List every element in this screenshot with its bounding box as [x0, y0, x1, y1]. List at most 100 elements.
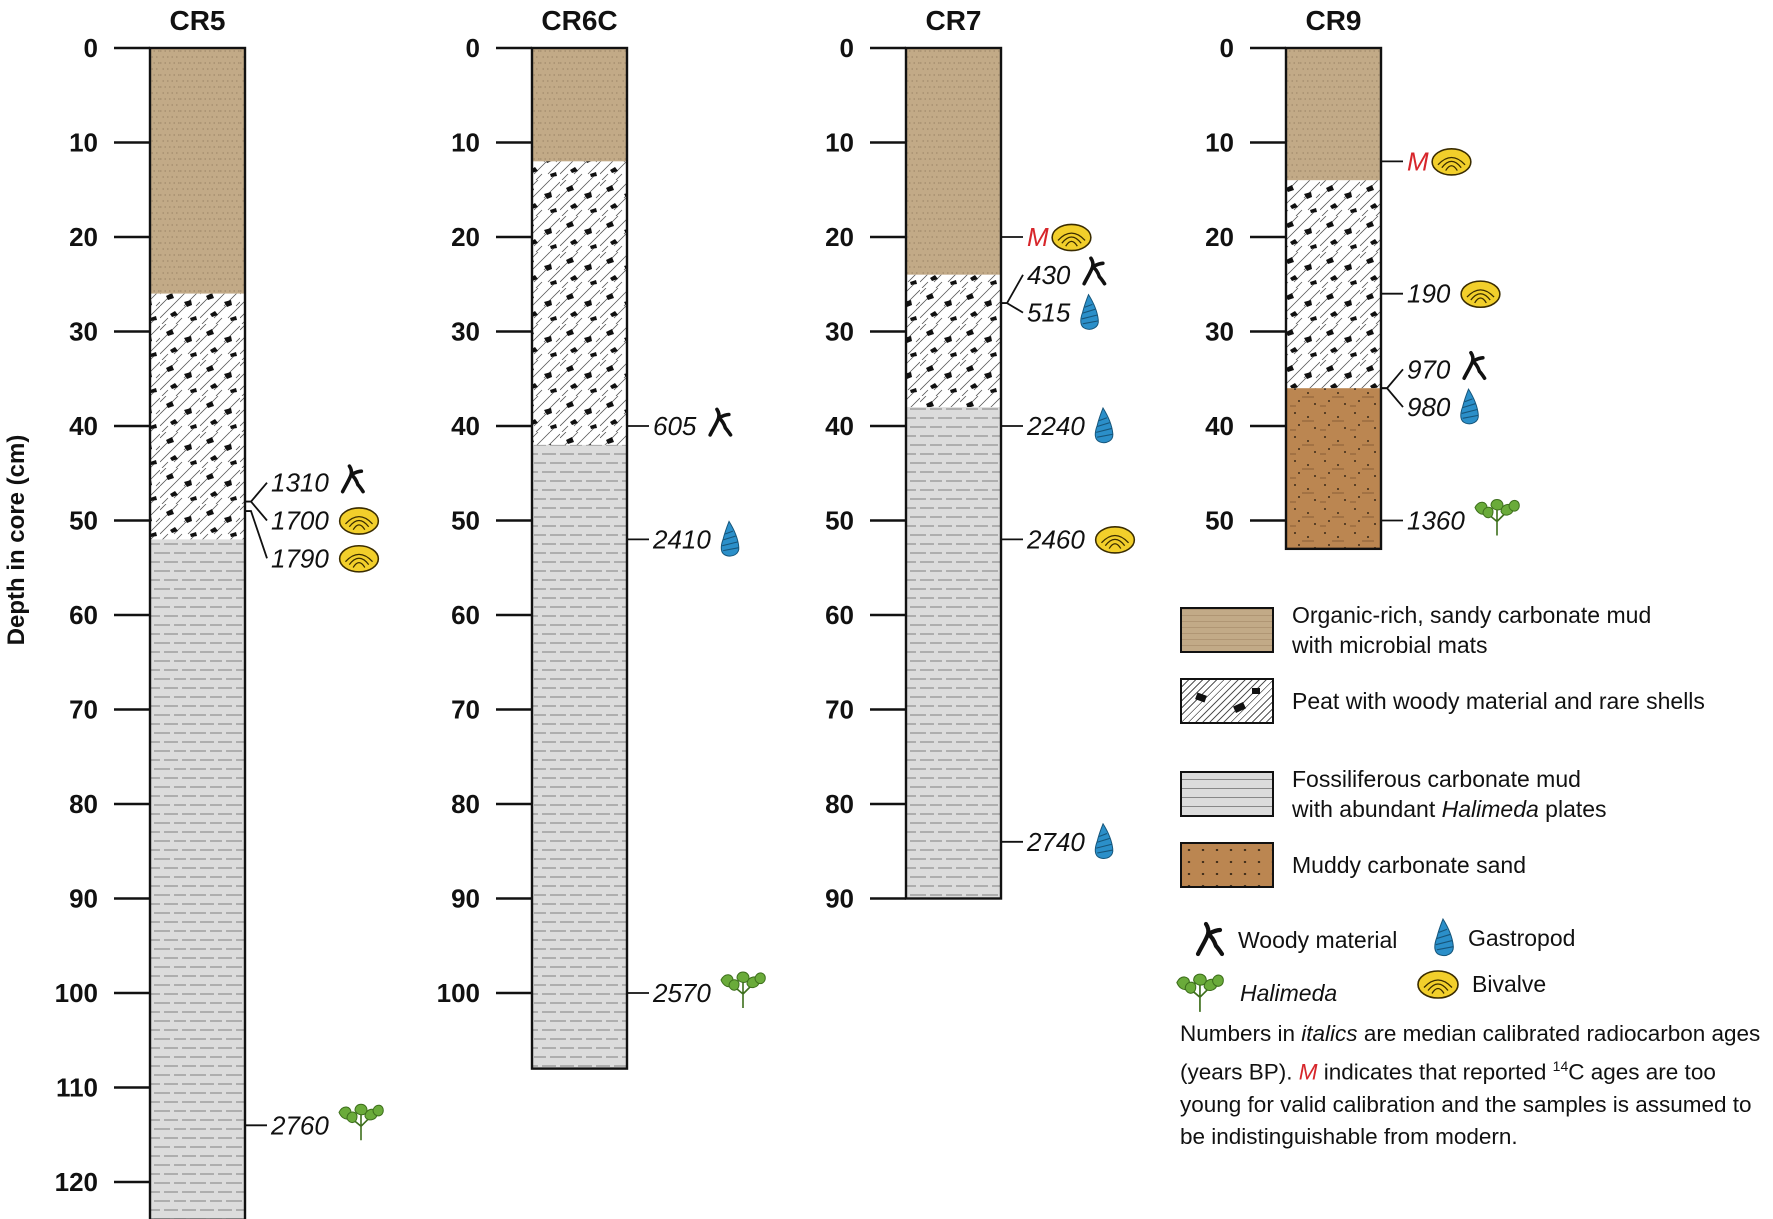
sample-age-label: 1360	[1407, 506, 1465, 536]
layer-organic-mud	[906, 48, 1001, 275]
sample-age-label: 1310	[271, 468, 329, 498]
legend-peat-label: Peat with woody material and rare shells	[1292, 688, 1705, 714]
peat-swatch	[1180, 678, 1274, 724]
sample-age-label: 1790	[271, 543, 329, 573]
note-part5: indicates that reported	[1317, 1059, 1553, 1085]
note-part1: Numbers in	[1180, 1021, 1302, 1046]
legend-peat: Peat with woody material and rare shells	[1180, 678, 1732, 724]
legend-muddy-sand: Muddy carbonate sand	[1180, 842, 1732, 888]
legend-gastropod-label: Gastropod	[1468, 924, 1576, 951]
sample-leader	[245, 500, 268, 522]
depth-label: 10	[825, 128, 854, 158]
core-outline	[530, 46, 629, 1070]
legend-organic-mud-line2: with microbial mats	[1292, 632, 1488, 658]
depth-label: 80	[451, 789, 480, 819]
woody-icon	[708, 407, 733, 437]
woody-icon	[340, 464, 365, 494]
bivalve-icon	[1051, 223, 1092, 252]
legend-woody-label: Woody material	[1238, 926, 1398, 953]
gastropod-icon	[1094, 407, 1114, 444]
depth-label: 50	[451, 506, 480, 536]
layer-muddy-sand	[1286, 388, 1381, 549]
note-modern-symbol: M	[1298, 1059, 1318, 1085]
woody-icon	[1462, 350, 1487, 380]
note-italics-word: italics	[1301, 1021, 1358, 1046]
layer-peat	[1286, 180, 1381, 389]
depth-label: 120	[55, 1167, 98, 1197]
depth-label: 70	[69, 695, 98, 725]
depth-label: 40	[1205, 411, 1234, 441]
sample-age-label: 980	[1407, 392, 1451, 422]
organic-mud-swatch	[1180, 607, 1274, 653]
layer-fossiliferous-mud	[906, 407, 1001, 899]
sample-age-label: 2240	[1026, 411, 1085, 441]
bivalve-icon	[1417, 970, 1459, 999]
depth-label: 10	[451, 128, 480, 158]
depth-label: 30	[451, 317, 480, 347]
layer-peat	[906, 274, 1001, 408]
depth-label: 60	[69, 600, 98, 630]
woody-material-icon	[1192, 920, 1226, 960]
depth-label: 10	[1205, 128, 1234, 158]
depth-label: 20	[69, 222, 98, 252]
sample-age-label: 2740	[1026, 827, 1085, 857]
bivalve-icon	[338, 544, 380, 573]
sample-age-label: 190	[1407, 279, 1451, 309]
sample-age-label: 605	[653, 411, 697, 441]
bivalve-icon	[1460, 280, 1501, 309]
depth-label: 70	[451, 695, 480, 725]
core-outline	[904, 46, 1003, 900]
bivalve-icon	[1431, 148, 1472, 176]
depth-label: 100	[437, 978, 480, 1008]
depth-label: 110	[56, 1073, 98, 1103]
depth-label: 0	[84, 33, 98, 63]
depth-label: 100	[55, 978, 98, 1008]
legend-fossiliferous-mud-line2a: with abundant	[1292, 796, 1442, 822]
legend-halimeda-label: Halimeda	[1240, 979, 1338, 1006]
depth-label: 20	[451, 222, 480, 252]
core-title: CR5	[169, 5, 225, 36]
fossiliferous-mud-swatch	[1180, 771, 1274, 817]
depth-label: 50	[1205, 506, 1234, 536]
legend-fossiliferous-mud-line1: Fossiliferous carbonate mud	[1292, 766, 1581, 792]
core-cr7: CR70102030405060708090M43051522402460274…	[825, 5, 1136, 914]
core-outline	[148, 46, 247, 1219]
woody-icon	[1082, 256, 1107, 286]
depth-label: 50	[825, 506, 854, 536]
legend-note: Numbers in italics are median calibrated…	[1180, 1018, 1770, 1153]
layer-peat	[150, 293, 245, 540]
legend-fossiliferous-mud: Fossiliferous carbonate mud with abundan…	[1180, 764, 1732, 824]
legend-bivalve-label: Bivalve	[1472, 970, 1547, 997]
sample-age-label: 1700	[271, 506, 329, 536]
depth-label: 60	[451, 600, 480, 630]
depth-label: 80	[825, 789, 854, 819]
sample-leader	[245, 510, 268, 559]
halimeda-icon	[338, 1103, 385, 1142]
legend-organic-mud-line1: Organic-rich, sandy carbonate mud	[1292, 602, 1652, 628]
core-columns: CR50102030405060708090100110120131017001…	[55, 5, 1521, 1219]
legend-organic-mud: Organic-rich, sandy carbonate mud with m…	[1180, 600, 1732, 660]
gastropod-icon	[1434, 918, 1454, 957]
depth-label: 30	[825, 317, 854, 347]
gastropod-icon	[1094, 823, 1114, 859]
depth-label: 10	[69, 128, 98, 158]
depth-label: 0	[840, 33, 854, 63]
core-title: CR6C	[541, 5, 617, 36]
y-axis-title: Depth in core (cm)	[3, 435, 30, 646]
sample-age-label: 515	[1027, 298, 1071, 328]
sample-leader	[245, 482, 268, 503]
depth-label: 80	[69, 789, 98, 819]
layer-fossiliferous-mud	[532, 444, 627, 1069]
bivalve-icon	[1094, 526, 1136, 554]
depth-label: 40	[69, 411, 98, 441]
bivalve-icon	[338, 507, 380, 535]
depth-label: 40	[451, 411, 480, 441]
depth-label: 90	[825, 884, 854, 914]
depth-label: 90	[69, 884, 98, 914]
layer-organic-mud	[150, 48, 245, 294]
depth-label: 30	[1205, 317, 1234, 347]
sample-age-label: 2760	[270, 1110, 329, 1140]
legend-halimeda-word: Halimeda	[1441, 796, 1539, 822]
